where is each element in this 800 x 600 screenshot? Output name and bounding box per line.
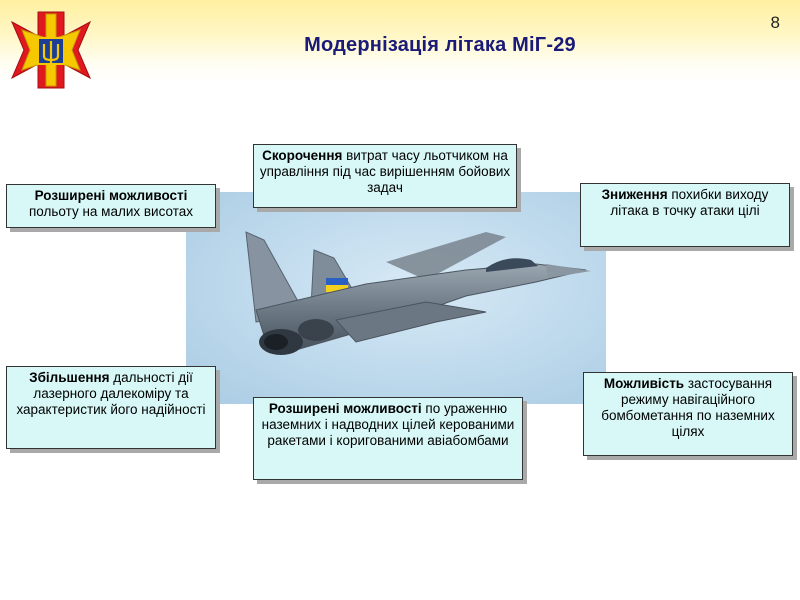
box-low-altitude-flight-text: польоту на малих висотах	[28, 204, 194, 219]
box-navigation-bombing-text: застосування режиму навігаційного бомбом…	[601, 376, 775, 439]
slide-title: Модернізація літака МіГ-29	[304, 34, 576, 56]
mig29-aircraft-icon	[245, 231, 591, 355]
box-navigation-bombing: Можливість застосування режиму навігацій…	[583, 372, 793, 456]
box-low-altitude-flight: Розширені можливості польоту на малих ви…	[6, 184, 216, 228]
box-attack-point-error-bold: Зниження	[601, 187, 668, 202]
page-number: 8	[770, 13, 780, 32]
box-reduced-pilot-time-bold: Скорочення	[262, 148, 343, 163]
box-target-engagement-bold: Розширені можливості	[268, 401, 422, 416]
box-target-engagement: Розширені можливості по ураженню наземни…	[253, 397, 523, 480]
mig29-aircraft-photo	[186, 192, 606, 404]
box-low-altitude-flight-bold: Розширені можливості	[34, 188, 188, 203]
slide-header: Модернізація літака МіГ-29 8	[0, 0, 800, 89]
air-force-emblem-icon	[10, 11, 92, 89]
box-attack-point-error: Зниження похибки виходу літака в точку а…	[580, 183, 790, 247]
box-navigation-bombing-bold: Можливість	[603, 376, 685, 391]
box-target-engagement-text: по ураженню наземних і надводних цілей к…	[261, 401, 515, 448]
box-attack-point-error-text: похибки виходу літака в точку атаки цілі	[610, 187, 769, 218]
box-laser-rangefinder-text: дальності дії лазерного далекоміру та ха…	[16, 370, 206, 417]
box-laser-rangefinder: Збільшення дальності дії лазерного далек…	[6, 366, 216, 449]
box-laser-rangefinder-bold: Збільшення	[29, 370, 110, 385]
box-reduced-pilot-time-text: витрат часу льотчиком на управління під …	[259, 148, 511, 195]
box-reduced-pilot-time: Скорочення витрат часу льотчиком на упра…	[253, 144, 517, 208]
